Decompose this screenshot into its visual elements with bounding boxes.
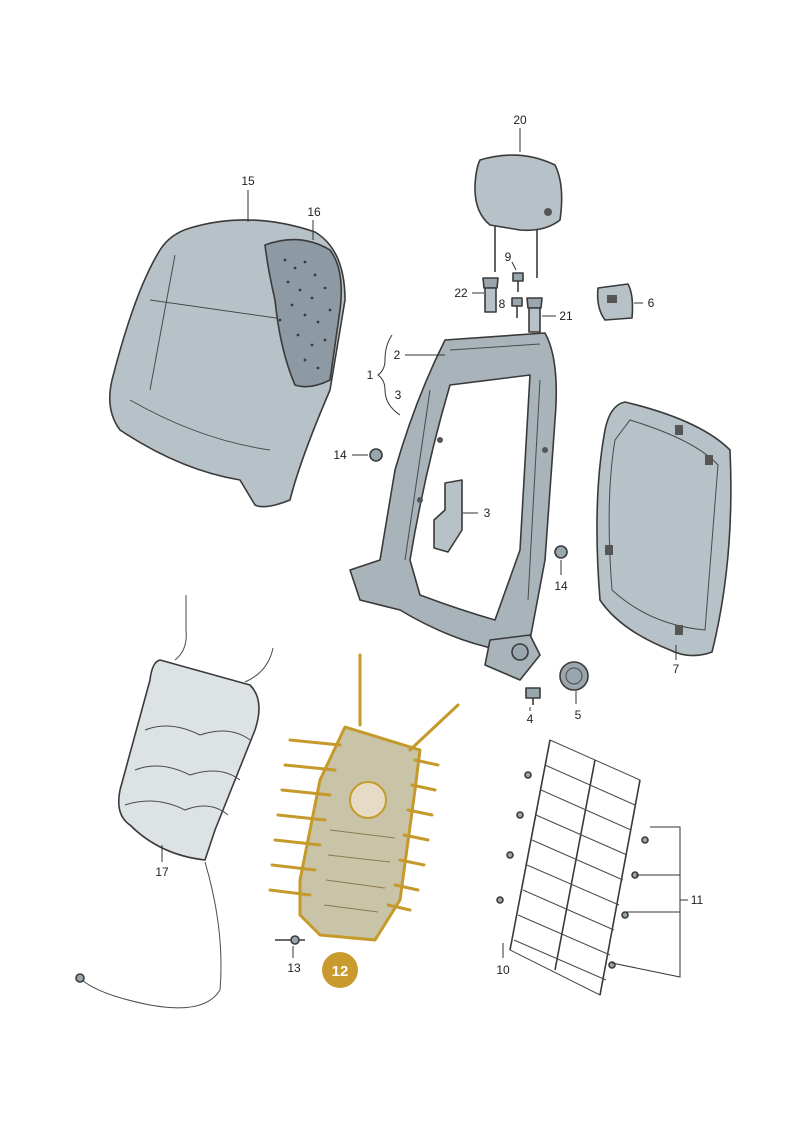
bolt-9[interactable] <box>512 272 524 292</box>
spring-mat-10[interactable] <box>496 739 649 996</box>
label-5: 5 <box>575 708 582 722</box>
lumbar-support-12[interactable] <box>268 653 460 942</box>
label-7: 7 <box>673 662 680 676</box>
label-14-right: 14 <box>554 579 568 593</box>
label-14-left: 14 <box>333 448 347 462</box>
backrest-cover[interactable] <box>109 219 346 508</box>
knob-5[interactable] <box>559 661 589 691</box>
label-15: 15 <box>241 174 255 188</box>
label-21: 21 <box>559 309 573 323</box>
clip-13[interactable] <box>275 935 305 945</box>
label-3-upper: 3 <box>395 388 402 402</box>
adjuster-3[interactable] <box>433 479 463 553</box>
label-22: 22 <box>454 286 468 300</box>
headrest[interactable] <box>474 154 563 278</box>
label-6: 6 <box>648 296 655 310</box>
clip-14-left[interactable] <box>369 448 383 462</box>
label-3-lower: 3 <box>484 506 491 520</box>
heating-mat-17[interactable] <box>75 595 274 1009</box>
guide-22[interactable] <box>482 277 499 313</box>
label-11: 11 <box>691 893 704 907</box>
label-8: 8 <box>499 297 506 311</box>
clip-14-right[interactable] <box>554 545 568 559</box>
part-badge-12[interactable]: 12 <box>322 952 358 988</box>
bolt-4[interactable] <box>525 687 541 705</box>
badge-label: 12 <box>332 963 349 980</box>
leader-11 <box>611 826 688 978</box>
label-16: 16 <box>307 205 321 219</box>
label-2: 2 <box>394 348 401 362</box>
label-20: 20 <box>513 113 527 127</box>
switch-6[interactable] <box>596 283 634 321</box>
label-4: 4 <box>527 712 534 726</box>
label-9: 9 <box>505 250 512 264</box>
back-panel-7[interactable] <box>596 401 732 657</box>
recliner-mechanism[interactable] <box>484 634 541 681</box>
label-10: 10 <box>496 963 510 977</box>
guide-21[interactable] <box>526 297 543 333</box>
label-13: 13 <box>287 961 301 975</box>
clip-8[interactable] <box>511 297 523 318</box>
label-1: 1 <box>367 368 374 382</box>
label-17: 17 <box>155 865 169 879</box>
